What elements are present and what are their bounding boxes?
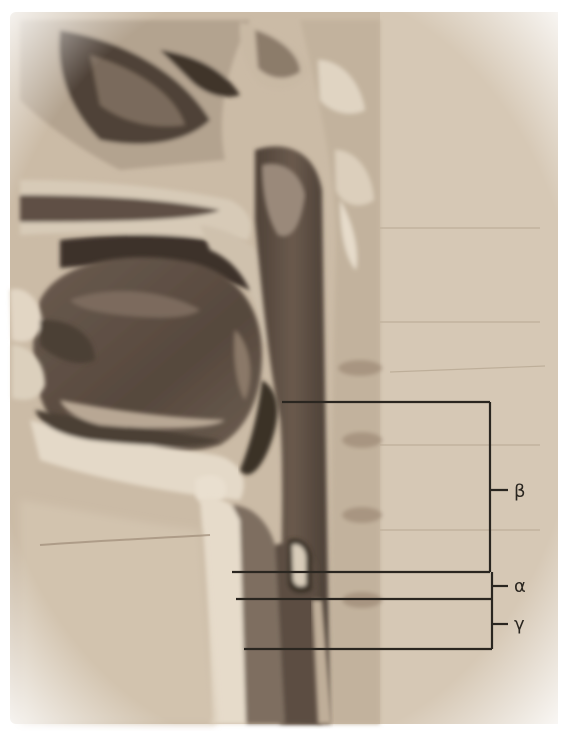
label-beta: β — [514, 481, 526, 502]
label-alpha: α — [514, 576, 526, 597]
label-gamma: γ — [514, 614, 525, 635]
